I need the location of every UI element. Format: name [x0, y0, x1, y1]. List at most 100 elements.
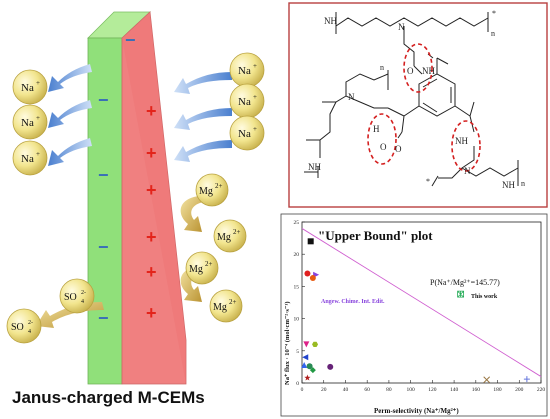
ion-na-in-1-charge: + — [253, 62, 257, 70]
ion-so4-2: SO 4 2- — [6, 308, 42, 344]
atom-nh-1: NH — [324, 16, 337, 26]
membrane-diagram: − − − − − + + + + + + Na + — [6, 11, 265, 407]
plot-annotation: P(Na⁺/Mg²⁺=145.77) — [430, 278, 500, 287]
membrane-shading — [122, 12, 186, 384]
ion-na-in-2: Na + — [229, 83, 265, 119]
plot-axes-box — [301, 221, 542, 384]
atom-star-1: * — [492, 9, 496, 18]
plus-sign-4: + — [146, 227, 157, 247]
mg-arrow-1 — [180, 196, 204, 232]
ion-so4-1-label: SO — [64, 292, 77, 303]
plus-sign-5: + — [146, 262, 157, 282]
ion-so4-2-sub: 4 — [28, 329, 31, 335]
ion-so4-2-label: SO — [11, 322, 24, 333]
y-tick-label-4: 20 — [294, 252, 300, 258]
upper-bound-line — [301, 228, 542, 377]
data-point-13 — [483, 376, 491, 384]
x-tick-label-1: 20 — [321, 387, 327, 393]
minus-sign-3: − — [98, 165, 109, 185]
plot-outer-frame — [280, 213, 548, 417]
data-point-7 — [302, 354, 309, 361]
data-point-1 — [307, 238, 314, 245]
ion-na-in-1-label: Na — [238, 65, 251, 77]
negative-charges: − − − − − — [98, 30, 136, 328]
x-tick-label-0: 0 — [301, 387, 304, 393]
data-point-5 — [303, 341, 310, 348]
atom-nh-4: NH — [455, 136, 468, 146]
ion-mg-4-label: Mg — [213, 302, 227, 313]
minus-sign-1: − — [125, 30, 136, 50]
ion-na-in-3: Na + — [229, 115, 265, 151]
ion-so4-1-charge: 2- — [81, 290, 86, 296]
atom-nh-5: NH — [308, 162, 321, 172]
atom-n-1: N — [398, 22, 405, 32]
positive-charges: ++++++ — [146, 101, 157, 323]
plus-sign-3: + — [146, 180, 157, 200]
x-tick-label-7: 140 — [450, 387, 459, 393]
ion-mg-4-charge: 2+ — [229, 298, 237, 306]
ion-na-out-2: Na + — [12, 104, 48, 140]
atom-nh-3: H — [373, 124, 380, 134]
data-point-8 — [301, 361, 308, 368]
data-point-6 — [312, 341, 319, 347]
x-tick-label-4: 80 — [386, 387, 392, 393]
atom-o-1: O — [407, 66, 414, 76]
na-outflow-arrows — [48, 64, 92, 166]
x-tick-label-6: 120 — [428, 387, 437, 393]
x-axis-label: Perm-selectivity (Na⁺/Mg²⁺) — [374, 407, 459, 415]
y-tick-label-3: 15 — [294, 284, 300, 290]
atom-nh-2: NH — [422, 66, 435, 76]
ion-na-in-3-label: Na — [238, 128, 251, 140]
ion-na-out-2-label: Na — [21, 117, 34, 129]
na-arrow-out-1-shape — [48, 64, 92, 92]
ion-mg-3: Mg 2+ — [185, 251, 219, 285]
data-point-10 — [327, 363, 334, 370]
x-tick-label-5: 100 — [407, 387, 416, 393]
structure-bonds — [304, 12, 519, 187]
x-tick-label-3: 60 — [364, 387, 370, 393]
x-tick-label-11: 220 — [537, 387, 546, 393]
mg-rejection-arrows — [180, 196, 204, 302]
atom-subscript-n-1: n — [491, 29, 495, 38]
x-tick-label-10: 200 — [515, 387, 524, 393]
plus-sign-2: + — [146, 143, 157, 163]
ion-na-out-1-label: Na — [21, 82, 34, 94]
na-arrow-out-2-shape — [48, 100, 92, 128]
y-tick-label-5: 25 — [294, 220, 300, 226]
plot-title: "Upper Bound" plot — [318, 228, 433, 243]
atom-subscript-n-3: n — [521, 179, 525, 188]
minus-sign-2: − — [98, 90, 109, 110]
data-point-4 — [309, 275, 316, 282]
atom-n-3: N — [464, 166, 471, 176]
data-point-14 — [523, 376, 530, 383]
this-work-label: This work — [471, 294, 498, 300]
na-arrow-in-3-shape — [174, 140, 232, 162]
na-inflow-arrows — [174, 72, 232, 162]
chemical-structure-panel: NH N n * O NH H O O NH N n NH N NH n * — [288, 2, 548, 208]
atom-subscript-n-2: n — [380, 63, 384, 72]
minus-sign-4: − — [98, 237, 109, 257]
ion-mg-2-label: Mg — [217, 232, 231, 243]
membrane-caption: Janus-charged M-CEMs — [12, 388, 205, 407]
atom-nh-6: NH — [502, 180, 515, 190]
ion-mg-1-charge: 2+ — [215, 182, 223, 190]
na-arrow-in-2-shape — [174, 108, 232, 130]
mg-arrow-2 — [180, 266, 204, 302]
ion-na-in-1: Na + — [229, 52, 265, 88]
ion-na-in-2-label: Na — [238, 96, 251, 108]
ion-na-out-3-label: Na — [21, 153, 34, 165]
structure-border — [288, 2, 548, 208]
ion-so4-1: SO 4 2- — [59, 278, 95, 314]
minus-sign-5: − — [98, 308, 109, 328]
x-tick-label-9: 180 — [493, 387, 502, 393]
y-axis-label: Na⁺ flux · 10⁻⁴ (mol·cm⁻²·s⁻¹) — [284, 302, 291, 385]
y-tick-label-0: 0 — [296, 381, 299, 387]
ion-na-out-2-charge: + — [36, 114, 40, 122]
na-arrow-out-3-shape — [48, 138, 92, 166]
ion-mg-4: Mg 2+ — [209, 289, 243, 323]
x-tick-label-2: 40 — [343, 387, 349, 393]
ion-mg-2-charge: 2+ — [233, 228, 241, 236]
